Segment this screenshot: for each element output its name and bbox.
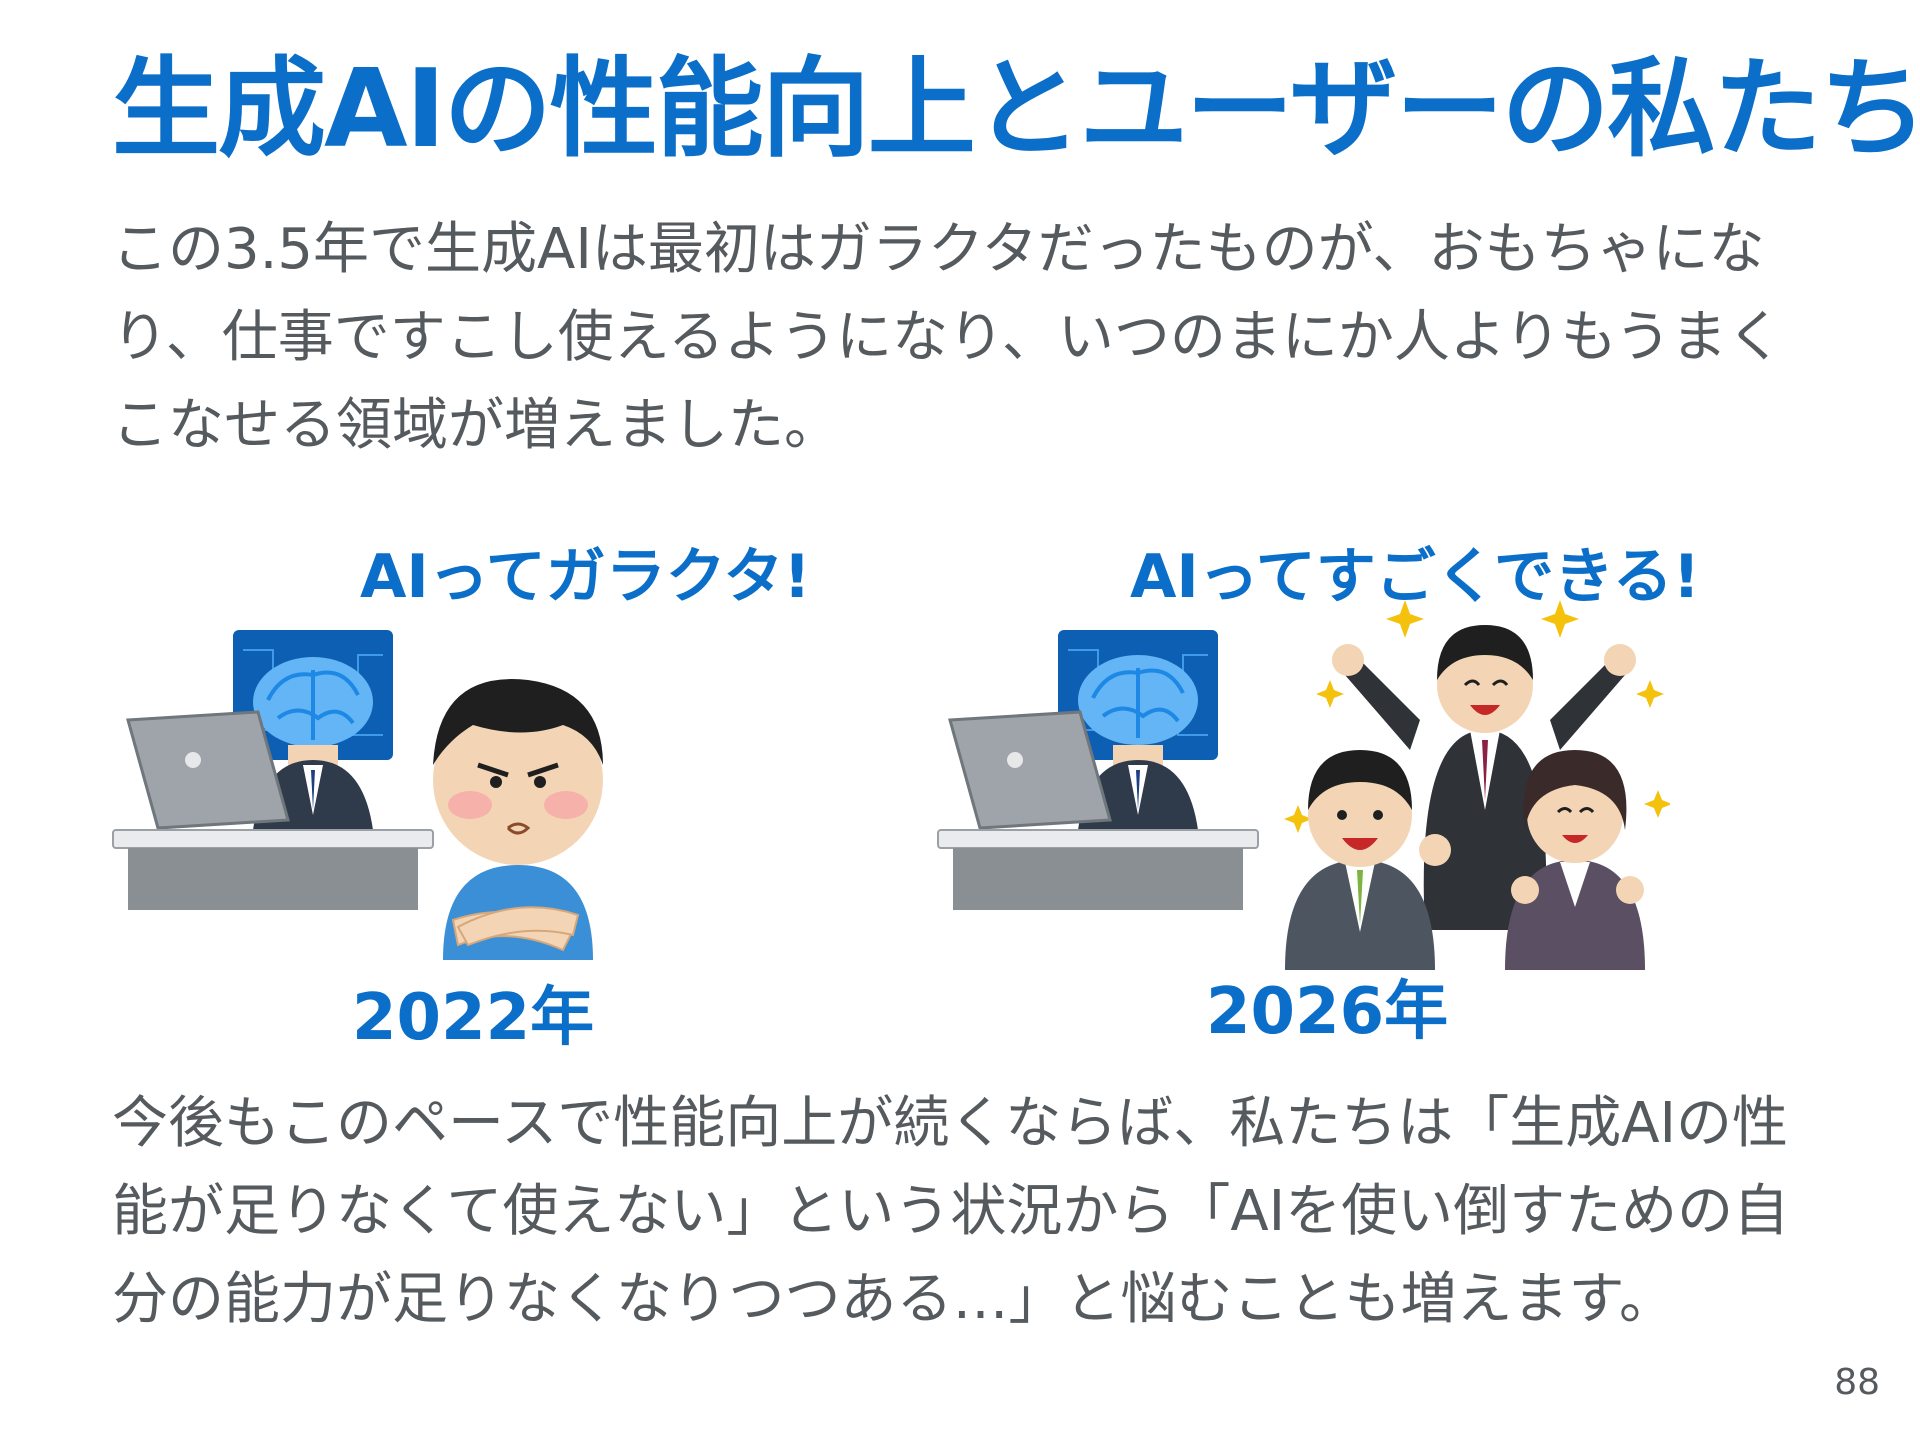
grumpy-boy-illustration — [433, 679, 603, 960]
scene-2022-illustration — [112, 630, 603, 960]
right-caption: AIってすごくできる! — [1130, 542, 1701, 612]
outro-paragraph: 今後もこのペースで性能向上が続くならば、私たちは「生成AIの性 能が足りなくて使… — [112, 1080, 1872, 1344]
ai-computer-illustration — [112, 630, 434, 910]
intro-paragraph: この3.5年で生成AIは最初はガラクタだったものが、おもちゃにな り、仕事ですこ… — [112, 206, 1872, 470]
left-caption: AIってガラクタ! — [360, 542, 811, 612]
intro-line-1: この3.5年で生成AIは最初はガラクタだったものが、おもちゃにな — [112, 217, 1765, 282]
outro-line-1: 今後もこのペースで性能向上が続くならば、私たちは「生成AIの性 — [112, 1091, 1789, 1156]
left-year-label: 2022年 — [352, 981, 595, 1055]
right-year-label: 2026年 — [1206, 975, 1449, 1049]
scene-2026-illustration — [937, 600, 1670, 970]
celebrating-people-illustration — [1284, 600, 1670, 970]
intro-line-3: こなせる領域が増えました。 — [112, 393, 840, 458]
intro-line-2: り、仕事ですこし使えるようになり、いつのまにか人よりもうまく — [112, 305, 1784, 370]
ai-computer-illustration-right — [937, 630, 1259, 910]
page-number: 88 — [1834, 1362, 1880, 1403]
outro-line-3: 分の能力が足りなくなりつつある…」と悩むことも増えます。 — [112, 1267, 1675, 1332]
slide-title: 生成AIの性能向上とユーザーの私たち — [112, 47, 1920, 172]
outro-line-2: 能が足りなくて使えない」という状況から「AIを使い倒すための自 — [112, 1179, 1790, 1244]
